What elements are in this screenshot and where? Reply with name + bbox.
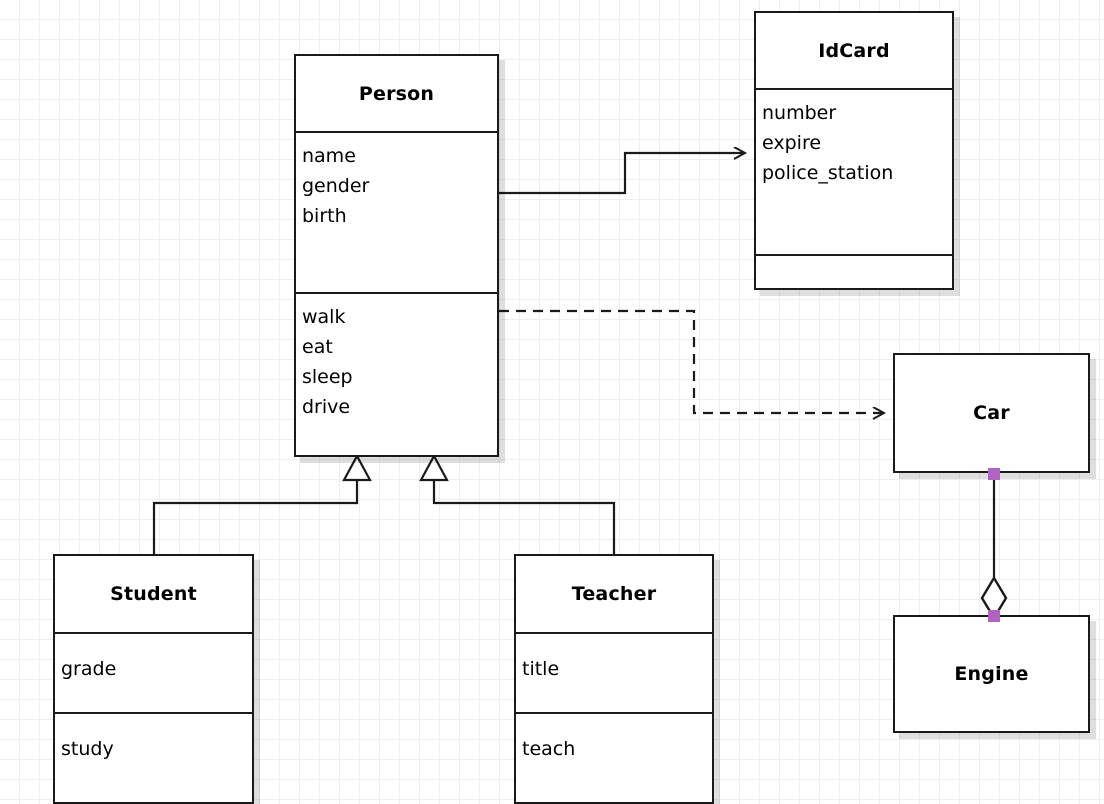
method: study [61,738,114,760]
class-methods-person: walk eat sleep drive [296,292,497,455]
method: sleep [302,366,353,388]
class-title-student: Student [110,583,197,605]
class-title-car: Car [973,402,1010,424]
method: drive [302,396,351,418]
attribute: police_station [762,162,894,184]
class-attributes-idcard: number expire police_station [756,88,952,254]
class-methods-idcard [756,254,952,288]
method: walk [302,306,346,328]
edge-handle-engine-top[interactable] [988,610,1000,622]
class-box-idcard[interactable]: IdCard number expire police_station [754,11,954,290]
class-attributes-person: name gender birth [296,131,497,292]
attribute: birth [302,205,347,227]
attribute: grade [61,658,117,680]
edge-person-idcard[interactable] [499,153,745,195]
method: eat [302,336,333,358]
class-title-person: Person [358,82,435,105]
edge-student-person[interactable] [152,453,372,554]
edge-handle-car-bottom[interactable] [988,468,1000,480]
class-box-student[interactable]: Student grade study [53,554,254,804]
edge-person-car[interactable] [499,309,884,413]
class-attributes-teacher: title [516,632,712,712]
edge-car-engine[interactable] [980,474,1008,621]
method: teach [522,738,576,760]
class-box-person[interactable]: Person name gender birth walk eat sleep … [294,54,499,457]
class-methods-student: study [55,712,252,802]
attribute: number [762,102,837,124]
edge-teacher-person[interactable] [419,453,616,554]
class-title-teacher: Teacher [571,583,657,605]
class-box-engine[interactable]: Engine [893,615,1090,733]
class-methods-teacher: teach [516,712,712,802]
attribute: gender [302,175,370,197]
class-box-teacher[interactable]: Teacher title teach [514,554,714,804]
class-title-engine: Engine [954,663,1029,685]
attribute: expire [762,132,822,154]
class-title-idcard: IdCard [818,39,890,62]
class-attributes-student: grade [55,632,252,712]
attribute: title [522,658,560,680]
attribute: name [302,145,356,167]
class-box-car[interactable]: Car [893,353,1090,473]
